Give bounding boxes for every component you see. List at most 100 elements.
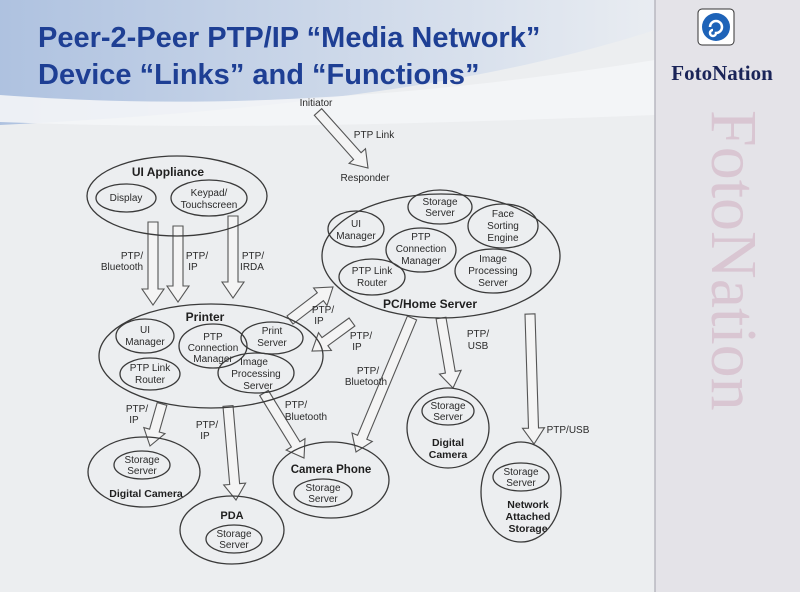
printer-link-router: Router — [135, 375, 166, 386]
arrow-printer-to-pc — [286, 286, 334, 325]
fotonation-logo: FotoNation — [671, 8, 773, 85]
printer-link-router: PTP Link — [130, 363, 171, 374]
printer-ui-manager: UI — [140, 325, 150, 336]
camera-phone-title: Camera Phone — [291, 464, 372, 476]
pc-image-processing: Image — [479, 254, 507, 265]
nas-title: Attached — [506, 511, 551, 523]
link-label-printer-pc: PTP/ — [312, 305, 334, 316]
slide-title-line1: Peer-2-Peer PTP/IP “Media Network” — [38, 22, 540, 54]
node-digital-camera-left: Storage Server Digital Camera — [87, 436, 201, 508]
node-ui-appliance: UI Appliance Display Keypad/ Touchscreen — [86, 155, 268, 237]
ui-appliance-title: UI Appliance — [132, 165, 205, 179]
storage-server-label: Storage — [305, 483, 340, 494]
node-digital-camera-right: Storage Server Digital Camera — [406, 387, 490, 469]
pc-storage-server: Server — [425, 208, 455, 219]
storage-server-label: Server — [506, 478, 536, 489]
arrow-printer-pda — [222, 405, 247, 501]
keypad-label: Touchscreen — [181, 200, 238, 211]
storage-server-label: Server — [433, 412, 463, 423]
storage-server-label: Storage — [503, 467, 538, 478]
node-camera-phone: Camera Phone Storage Server — [272, 441, 390, 519]
legend-responder: Responder — [341, 173, 391, 184]
nas-title: Storage — [508, 523, 547, 535]
digital-camera-title: Digital Camera — [109, 488, 183, 500]
printer-title: Printer — [186, 310, 225, 324]
legend-link: PTP Link — [354, 130, 395, 141]
printer-image-processing: Processing — [231, 369, 280, 380]
link-label-printer-pda: PTP/ — [196, 420, 218, 431]
pc-image-processing: Processing — [468, 266, 517, 277]
link-label-ui-irda: PTP/ — [242, 251, 264, 262]
link-label-printer-pda: IP — [200, 431, 210, 442]
node-printer: Printer UI Manager PTP Connection Manage… — [98, 303, 324, 409]
digital-camera-title: Digital — [432, 437, 464, 449]
pc-face-sorting: Sorting — [487, 221, 519, 232]
nas-title: Network — [507, 499, 549, 511]
arrow-pc-to-printer — [311, 317, 356, 352]
pc-link-router: PTP Link — [352, 266, 393, 277]
legend-arrow — [313, 107, 369, 169]
legend-initiator: Initiator — [300, 98, 333, 109]
link-label-ui-ip: PTP/ — [186, 251, 208, 262]
link-label-pc-nas: PTP/USB — [547, 425, 590, 436]
printer-print-server: Print — [262, 326, 283, 337]
link-label-pc-printer: IP — [352, 342, 362, 353]
storage-server-label: Storage — [216, 529, 251, 540]
header-swoosh-light — [0, 60, 655, 126]
header-swoosh — [0, 0, 655, 125]
pda-title: PDA — [220, 510, 243, 522]
arrow-ui-ip-irda — [220, 215, 246, 299]
keypad-label: Keypad/ — [191, 188, 228, 199]
pc-link-router: Router — [357, 278, 388, 289]
link-label-pc-phone: PTP/ — [357, 366, 379, 377]
node-pda: PDA Storage Server — [179, 495, 285, 565]
printer-print-server: Server — [257, 338, 287, 349]
printer-connection-manager: Manager — [193, 354, 233, 365]
pc-face-sorting: Engine — [487, 233, 519, 244]
node-network-attached-storage: Storage Server Network Attached Storage — [480, 441, 562, 543]
pc-connection-manager: PTP — [411, 232, 431, 243]
brand-panel — [655, 0, 800, 592]
link-arrows — [140, 107, 546, 501]
slide-title-line2: Device “Links” and “Functions” — [38, 59, 480, 91]
printer-ui-manager: Manager — [125, 337, 165, 348]
link-label-pc-phone: Bluetooth — [345, 377, 387, 388]
storage-server-label: Server — [127, 466, 157, 477]
link-label-pc-printer: PTP/ — [350, 331, 372, 342]
link-label-ui-bluetooth: Bluetooth — [101, 262, 143, 273]
digital-camera-title: Camera — [429, 449, 468, 461]
brand-watermark: FotoNation — [697, 110, 770, 411]
printer-image-processing: Server — [243, 381, 273, 392]
display-label: Display — [110, 193, 143, 204]
arrow-printer-camera — [142, 401, 168, 447]
arrow-pc-camera — [435, 316, 463, 389]
pc-connection-manager: Connection — [396, 244, 447, 255]
pc-server-title: PC/Home Server — [383, 297, 477, 311]
storage-server-label: Server — [308, 494, 338, 505]
pc-image-processing: Server — [478, 278, 508, 289]
link-label-ui-bluetooth: PTP/ — [121, 251, 143, 262]
link-label-printer-camera: IP — [129, 415, 139, 426]
link-label-pc-camera: PTP/ — [467, 329, 489, 340]
arrow-pc-phone — [351, 315, 418, 453]
link-label-printer-phone: PTP/ — [285, 400, 307, 411]
pc-face-sorting: Face — [492, 209, 515, 220]
link-label-pc-camera: USB — [468, 341, 489, 352]
link-label-printer-phone: Bluetooth — [285, 412, 327, 423]
pc-storage-server: Storage — [422, 197, 457, 208]
node-pc-home-server: Storage Server Face Sorting Engine UI Ma… — [321, 189, 561, 319]
pc-ui-manager: Manager — [336, 231, 376, 242]
arrow-pc-nas — [521, 313, 546, 445]
storage-server-label: Storage — [124, 455, 159, 466]
logo-text: FotoNation — [671, 61, 773, 85]
printer-connection-manager: Connection — [188, 343, 239, 354]
storage-server-label: Server — [219, 540, 249, 551]
storage-server-label: Storage — [430, 401, 465, 412]
pc-ui-manager: UI — [351, 219, 361, 230]
link-label-ui-irda: IRDA — [240, 262, 264, 273]
link-label-printer-camera: PTP/ — [126, 404, 148, 415]
printer-connection-manager: PTP — [203, 332, 223, 343]
pc-connection-manager: Manager — [401, 256, 441, 267]
